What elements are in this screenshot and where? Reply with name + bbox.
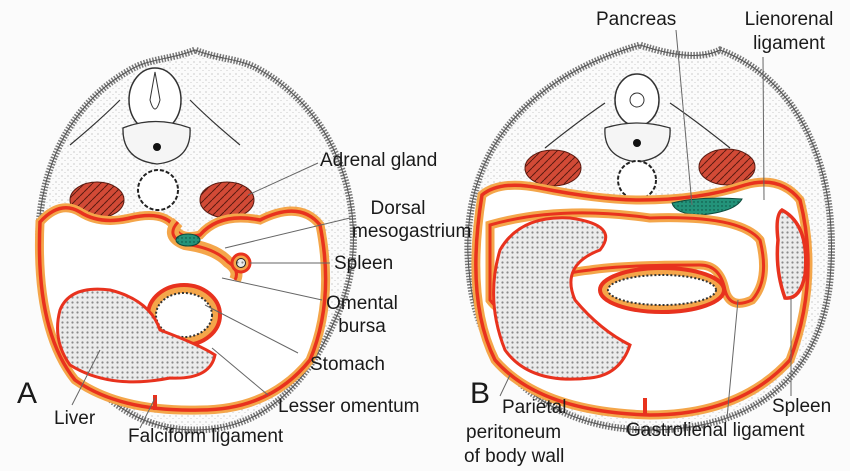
- label-falciform-ligament: Falciform ligament: [128, 426, 284, 447]
- label-omental-bursa-line2: bursa: [338, 316, 386, 337]
- leader-lines-b: [499, 29, 792, 419]
- liver-b: [492, 216, 632, 381]
- pancreas-b: [671, 197, 743, 216]
- label-omental-bursa-line1: Omental: [326, 293, 398, 314]
- label-parietal-peritoneum-line3: of body wall: [464, 446, 565, 467]
- label-lesser-omentum: Lesser omentum: [278, 396, 420, 417]
- label-spleen-a: Spleen: [334, 253, 394, 274]
- pancreas-a: [175, 233, 201, 247]
- leader-lines-a: [71, 162, 351, 429]
- label-dorsal-mesogastrium-line2: mesogastrium: [352, 221, 472, 242]
- panel-b-letter: B: [470, 377, 491, 410]
- liver-a: [56, 287, 217, 384]
- label-stomach-a: Stomach: [310, 354, 385, 375]
- label-lienorenal-ligament-line1: Lienorenal: [744, 9, 834, 30]
- label-parietal-peritoneum-line2: peritoneum: [466, 422, 562, 443]
- kidney-right-b: [698, 148, 756, 186]
- aorta-a: [137, 169, 179, 211]
- label-gastrolienal-ligament: Gastrolienal ligament: [626, 420, 805, 441]
- label-parietal-peritoneum-line1: Parietal: [502, 397, 567, 418]
- kidney-left-b: [524, 149, 582, 187]
- vertebral-body-a: [122, 120, 191, 165]
- spleen-b: [775, 207, 808, 300]
- panel-a-letter: A: [17, 377, 38, 410]
- label-liver-a: Liver: [54, 408, 96, 429]
- aorta-b: [617, 160, 657, 200]
- panel-a: [34, 46, 357, 434]
- label-lienorenal-ligament-line2: ligament: [753, 33, 825, 54]
- kidney-right-a: [199, 181, 255, 219]
- label-adrenal-gland: Adrenal gland: [320, 150, 438, 171]
- label-pancreas: Pancreas: [596, 9, 677, 30]
- panel-b: [464, 29, 835, 434]
- label-spleen-b: Spleen: [772, 396, 832, 417]
- label-dorsal-mesogastrium-line1: Dorsal: [370, 198, 426, 219]
